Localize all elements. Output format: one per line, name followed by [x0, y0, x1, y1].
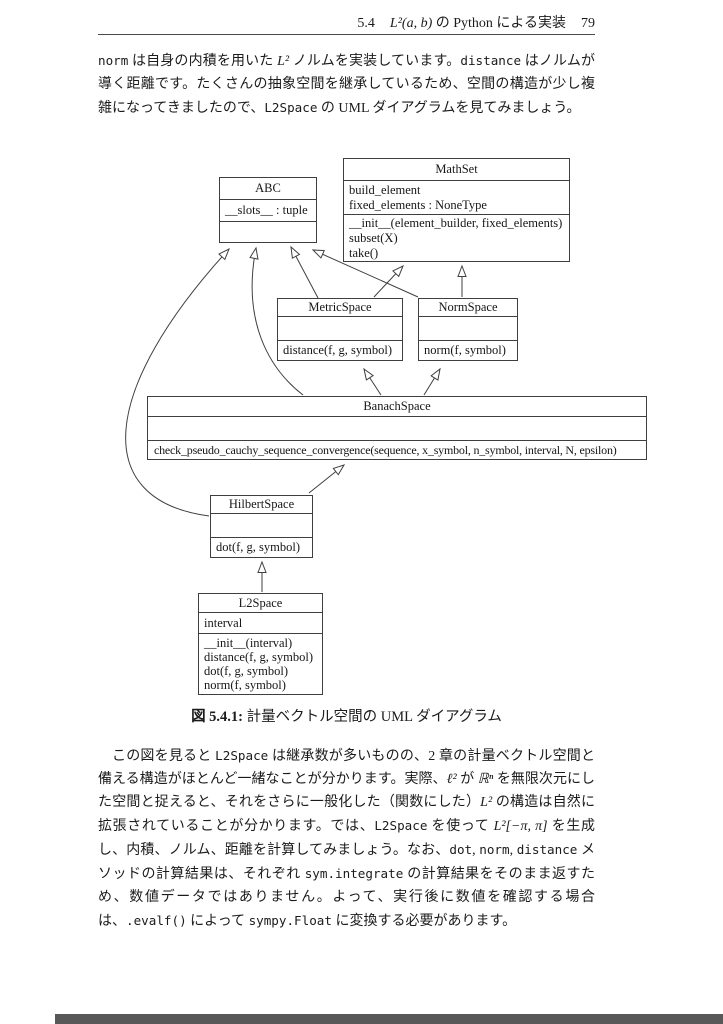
text-segment: はノルムが導く距離です。たくさんの抽象空間を継承しているため、空間の構造が少し複…	[98, 54, 595, 116]
text-segment: ノルムを実装しています。	[289, 54, 461, 69]
text-segment: に変換する必要があります。	[331, 914, 517, 929]
text-segment: ℝⁿ	[477, 772, 494, 787]
uml-class-abc: ABC __slots__ : tuple	[219, 177, 317, 243]
class-methods: dot(f, g, symbol)	[211, 538, 312, 557]
page-header: 5.4 L²(a, b) の Python による実装 79	[98, 15, 595, 33]
class-attributes: __slots__ : tuple	[220, 200, 316, 222]
inheritance-arrow-metricspace-mathset	[373, 264, 404, 298]
class-methods: norm(f, symbol)	[419, 341, 517, 360]
box-line: distance(f, g, symbol)	[204, 650, 314, 664]
text-segment: distance	[460, 53, 522, 68]
class-attributes	[148, 417, 646, 441]
text-segment: L2Space	[215, 748, 269, 763]
text-segment: L²(a, b)	[389, 16, 433, 31]
text-segment: の Python による実装	[432, 16, 566, 31]
class-title: ABC	[220, 178, 316, 200]
box-line: build_element	[349, 182, 421, 197]
text-segment: distance	[516, 842, 578, 857]
class-title: MetricSpace	[278, 299, 402, 317]
text-segment: は自身の内積を用いた	[128, 54, 278, 69]
box-line: check_pseudo_cauchy_sequence_convergence…	[154, 442, 617, 457]
text-segment: 図 5.4.1:	[191, 709, 247, 725]
text-segment: によって	[186, 914, 249, 929]
class-methods: __init__(interval)distance(f, g, symbol)…	[199, 634, 322, 694]
class-attributes: interval	[199, 613, 322, 634]
text-segment: L²	[480, 795, 493, 810]
class-methods	[220, 222, 316, 242]
uml-class-metricspace: MetricSpace distance(f, g, symbol)	[277, 298, 403, 361]
text-segment: の計算結果をそのまま返すため、数値データではありません。よって、実行後に数値を確…	[98, 867, 596, 929]
text-segment: 計量ベクトル空間の UML ダイアグラム	[246, 709, 502, 725]
class-attributes	[419, 317, 517, 341]
inheritance-arrow-hilbertspace-banachspace	[308, 464, 346, 494]
text-segment: は継承数が多いものの、2 章の計量ベクトル空間と備える構造がほとんど一緒なことが…	[98, 749, 596, 787]
text-segment: を無限次元にした空間と捉えると、それをさらに一般化した（関数にした）	[98, 772, 596, 810]
box-line: take()	[349, 246, 379, 260]
inheritance-arrow-banachspace-metricspace	[363, 367, 382, 396]
box-line: fixed_elements : NoneType	[349, 197, 487, 212]
text-segment: L²	[277, 54, 290, 69]
text-segment: 79	[581, 16, 595, 31]
box-line: subset(X)	[349, 231, 398, 245]
paragraph-discussion: この図を見ると L2Space は継承数が多いものの、2 章の計量ベクトル空間と…	[98, 744, 595, 933]
class-methods: check_pseudo_cauchy_sequence_convergence…	[148, 441, 646, 459]
box-line: norm(f, symbol)	[424, 343, 506, 357]
inheritance-arrow-metricspace-abc	[290, 245, 319, 299]
uml-class-hilbertspace: HilbertSpace dot(f, g, symbol)	[210, 495, 313, 558]
class-methods: distance(f, g, symbol)	[278, 341, 402, 360]
class-attributes	[278, 317, 402, 341]
bottom-bar	[55, 1014, 723, 1024]
text-segment: norm	[479, 842, 510, 857]
class-methods: __init__(element_builder, fixed_elements…	[344, 215, 569, 262]
class-attributes	[211, 514, 312, 538]
text-segment: sympy.Float	[248, 913, 332, 928]
inheritance-arrow-banachspace-normspace	[423, 367, 441, 396]
paragraph-intro: norm は自身の内積を用いた L² ノルムを実装しています。distance …	[98, 49, 595, 120]
text-segment: .evalf()	[126, 913, 187, 928]
box-line: norm(f, symbol)	[204, 678, 286, 692]
text-segment: sym.integrate	[304, 866, 404, 881]
text-segment: この図を見ると	[112, 749, 216, 764]
text-segment: L2Space	[374, 818, 428, 833]
header-rule	[98, 34, 595, 35]
box-line: dot(f, g, symbol)	[204, 664, 289, 678]
box-line: __slots__ : tuple	[225, 203, 308, 217]
class-title: BanachSpace	[148, 397, 646, 417]
inheritance-arrow-banachspace-abc	[249, 246, 304, 396]
text-segment: を使って	[427, 819, 494, 834]
text-segment: ℓ²	[446, 772, 457, 787]
class-title: NormSpace	[419, 299, 517, 317]
text-segment: の構造は自然に拡張されていることが分かります。では、	[98, 795, 595, 834]
figure-caption: 図 5.4.1: 計量ベクトル空間の UML ダイアグラム	[98, 706, 595, 728]
class-title: HilbertSpace	[211, 496, 312, 514]
class-title: L2Space	[199, 594, 322, 613]
box-line: distance(f, g, symbol)	[283, 343, 393, 357]
text-segment: L²[−π, π]	[493, 819, 548, 834]
text-segment: L2Space	[264, 100, 318, 115]
text-segment: メソッドの計算結果は、それぞれ	[98, 843, 596, 882]
class-title: MathSet	[344, 159, 569, 181]
uml-class-banachspace: BanachSpace check_pseudo_cauchy_sequence…	[147, 396, 647, 460]
text-segment: が	[456, 772, 478, 787]
text-segment: ,	[472, 843, 480, 858]
box-line: __init__(element_builder, fixed_elements…	[349, 216, 563, 230]
uml-class-normspace: NormSpace norm(f, symbol)	[418, 298, 518, 361]
box-line: interval	[204, 615, 243, 630]
uml-class-l2space: L2Space interval __init__(interval)dista…	[198, 593, 323, 695]
box-line: dot(f, g, symbol)	[216, 540, 301, 554]
text-segment: ,	[509, 843, 517, 858]
text-segment: の UML ダイアグラムを見てみましょう。	[317, 101, 581, 116]
text-segment: 5.4	[357, 16, 375, 31]
box-line: __init__(interval)	[204, 636, 293, 650]
inheritance-arrow-normspace-abc	[311, 249, 419, 298]
text-segment: を生成し、内積、ノルム、距離を計算してみましょう。なお、	[98, 819, 595, 858]
text-segment: dot	[449, 842, 473, 857]
inheritance-arrow-hilbertspace-abc	[125, 247, 230, 517]
text-segment: norm	[98, 53, 129, 68]
